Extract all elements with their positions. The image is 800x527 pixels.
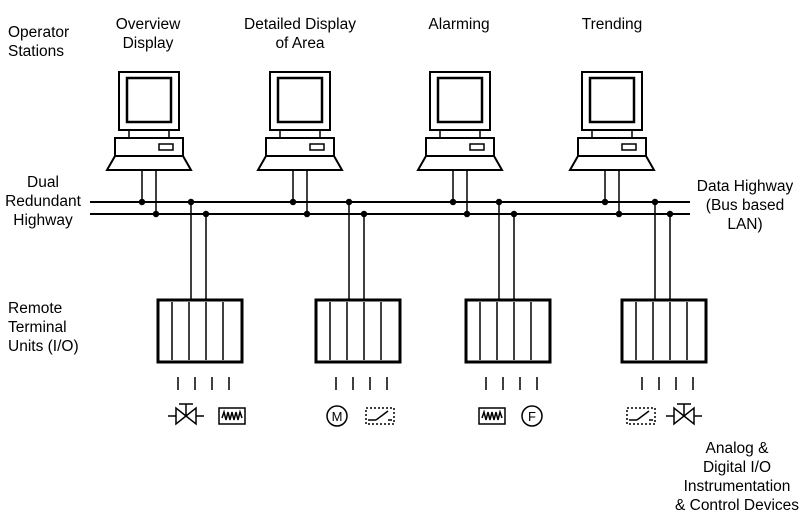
rtu-frame [314,298,402,364]
system-unit [577,137,647,157]
computer-icon [568,71,656,171]
system-unit [425,137,495,157]
rtu-frame [464,298,552,364]
monitor-screen [588,76,636,124]
monitor-stand [279,129,321,139]
system-unit [114,137,184,157]
junction-dot [601,198,609,206]
drive-slot [469,143,485,151]
system-unit [265,137,335,157]
junction-dot [510,210,518,218]
drive-slot [158,143,174,151]
remote-terminal-unit [156,298,244,364]
junction-dot [463,210,471,218]
station-title-alarming: Alarming [428,16,490,33]
drive-slot [309,143,325,151]
computer-icon [105,71,193,171]
monitor-screen [436,76,484,124]
control-valve-icon [666,403,702,426]
monitor-stand [439,129,481,139]
monitor-screen [276,76,324,124]
junction-dot [152,210,160,218]
junction-dot [495,198,503,206]
rtu-frame [156,298,244,364]
remote-terminal-unit [620,298,708,364]
svg-text:M: M [332,409,343,424]
remote-terminal-unit [464,298,552,364]
junction-dot [615,210,623,218]
switch-icon [365,407,395,425]
junction-dot [289,198,297,206]
computer-icon [416,71,504,171]
keyboard [105,155,193,171]
computer-icon [256,71,344,171]
monitor-stand [128,129,170,139]
junction-dot [138,198,146,206]
junction-dot [345,198,353,206]
junction-dot [666,210,674,218]
flow-meter-icon: F [521,405,543,427]
keyboard [256,155,344,171]
junction-dot [202,210,210,218]
monitor-screen [125,76,173,124]
heater-element-icon [218,407,246,425]
junction-dot [651,198,659,206]
monitor-stand [591,129,633,139]
switch-icon [626,407,656,425]
keyboard [568,155,656,171]
junction-dot [360,210,368,218]
remote-terminal-unit [314,298,402,364]
junction-dot [449,198,457,206]
motor-icon: M [326,405,348,427]
control-valve-icon [168,403,204,426]
svg-text:F: F [528,409,536,424]
drive-slot [621,143,637,151]
station-title-trending: Trending [581,16,643,33]
junction-dot [303,210,311,218]
heater-element-icon [478,407,506,425]
rtu-frame [620,298,708,364]
keyboard [416,155,504,171]
junction-dot [187,198,195,206]
